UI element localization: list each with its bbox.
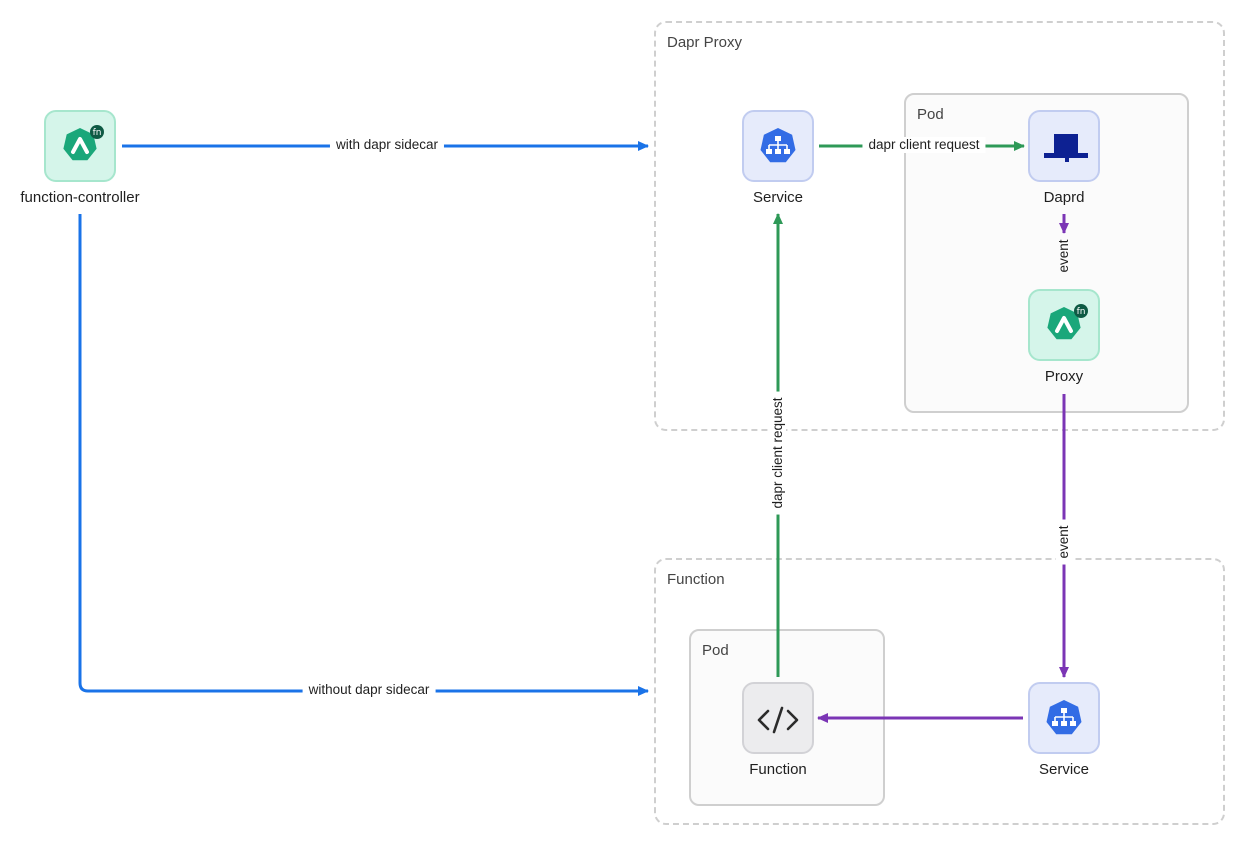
svg-text:fn: fn bbox=[93, 128, 102, 138]
dapr-proxy-group-label: Dapr Proxy bbox=[667, 34, 743, 51]
openfunction-logo-icon: fn bbox=[1047, 304, 1088, 340]
edge-label-with-dapr-sidecar: with dapr sidecar bbox=[329, 137, 445, 153]
service-top-label: Service bbox=[752, 189, 804, 206]
openfunction-logo-icon: fn bbox=[63, 125, 104, 161]
edge-label-event-proxy-service: event bbox=[1056, 519, 1072, 565]
function-pod-label: Pod bbox=[702, 642, 729, 659]
service-bottom-node[interactable] bbox=[1028, 682, 1100, 754]
edge-label-dapr-client-request-horizontal: dapr client request bbox=[862, 137, 986, 153]
function-controller-label: function-controller bbox=[20, 189, 140, 206]
dapr-proxy-pod-label: Pod bbox=[917, 106, 944, 123]
dapr-proxy-group: Dapr Proxy bbox=[654, 21, 1225, 431]
daprd-label: Daprd bbox=[1043, 189, 1085, 206]
daprd-node[interactable] bbox=[1028, 110, 1100, 182]
edge-without-dapr-sidecar bbox=[78, 214, 649, 696]
edge-label-dapr-client-request-vertical: dapr client request bbox=[770, 391, 786, 515]
function-group-label: Function bbox=[667, 571, 725, 588]
proxy-node[interactable]: fn bbox=[1028, 289, 1100, 361]
code-icon bbox=[757, 706, 799, 734]
dapr-hat-icon bbox=[1044, 134, 1088, 162]
kubernetes-service-icon bbox=[1046, 700, 1082, 735]
edge-label-without-dapr-sidecar: without dapr sidecar bbox=[302, 682, 436, 698]
edge-label-event-daprd-proxy: event bbox=[1056, 233, 1072, 279]
svg-text:fn: fn bbox=[1077, 307, 1086, 317]
service-bottom-label: Service bbox=[1038, 761, 1090, 778]
service-top-node[interactable] bbox=[742, 110, 814, 182]
function-node[interactable] bbox=[742, 682, 814, 754]
function-group: Function bbox=[654, 558, 1225, 825]
kubernetes-service-icon bbox=[760, 128, 796, 163]
function-controller-node[interactable]: fn bbox=[44, 110, 116, 182]
function-label: Function bbox=[749, 761, 807, 778]
proxy-label: Proxy bbox=[1044, 368, 1084, 385]
